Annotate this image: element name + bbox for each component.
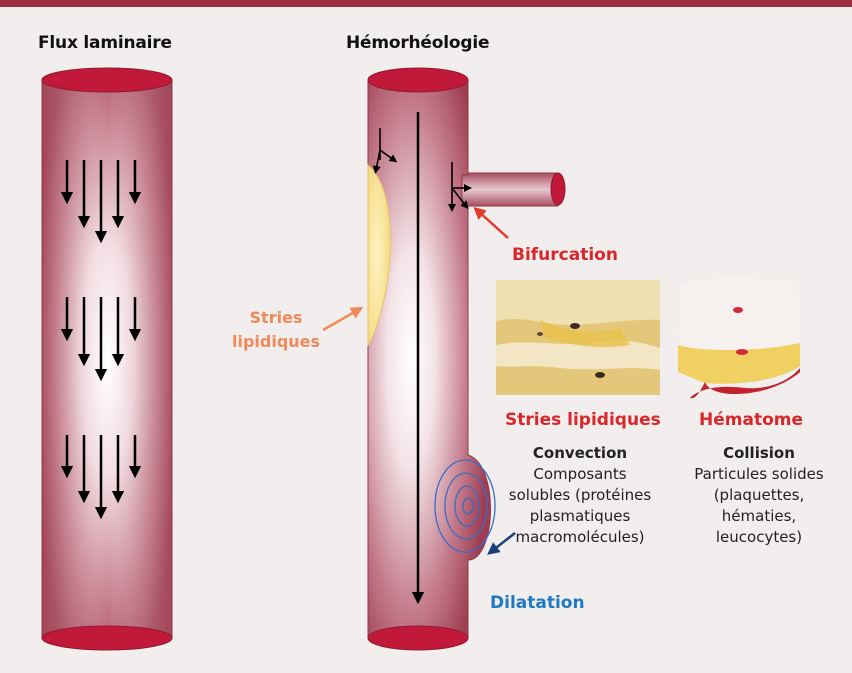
lipid-pointer-arrow (323, 310, 358, 330)
label-dilatation: Dilatation (490, 593, 585, 613)
title-laminar-flow: Flux laminaire (38, 33, 172, 53)
hematoma-photo (678, 278, 800, 399)
caption-collision: Collision Particules solides (plaquettes… (674, 443, 844, 548)
vessel-top-opening (42, 68, 172, 92)
vessel-bottom-opening (368, 626, 468, 650)
caption-convection-line: plasmatiques (486, 506, 674, 527)
label-lipid-streaks-line2: lipidiques (226, 330, 326, 354)
caption-collision-line: leucocytes) (674, 527, 844, 548)
label-lipid-streaks-line1: Stries (226, 306, 326, 330)
vessel-top-opening (368, 68, 468, 92)
label-lipid-streaks-photo: Stries lipidiques (505, 410, 661, 430)
caption-convection-line: solubles (protéines (486, 485, 674, 506)
lipid-streak-photo (496, 280, 660, 395)
caption-convection-line: Composants (486, 464, 674, 485)
label-hematoma: Hématome (699, 410, 803, 430)
caption-convection-head: Convection (486, 443, 674, 464)
branch-vessel (462, 173, 558, 206)
label-bifurcation: Bifurcation (512, 245, 618, 265)
caption-convection: Convection Composants solubles (protéine… (486, 443, 674, 548)
caption-collision-line: (plaquettes, (674, 485, 844, 506)
caption-collision-line: hématies, (674, 506, 844, 527)
label-lipid-streaks-left: Stries lipidiques (226, 306, 326, 354)
laminar-vessel (42, 68, 172, 650)
caption-collision-line: Particules solides (674, 464, 844, 485)
vessel-bottom-opening (42, 626, 172, 650)
title-hemorheology: Hémorhéologie (346, 33, 489, 53)
caption-convection-line: macromolécules) (486, 527, 674, 548)
bifurcation-pointer-arrow (478, 211, 508, 238)
branch-opening (551, 173, 565, 205)
caption-collision-head: Collision (674, 443, 844, 464)
